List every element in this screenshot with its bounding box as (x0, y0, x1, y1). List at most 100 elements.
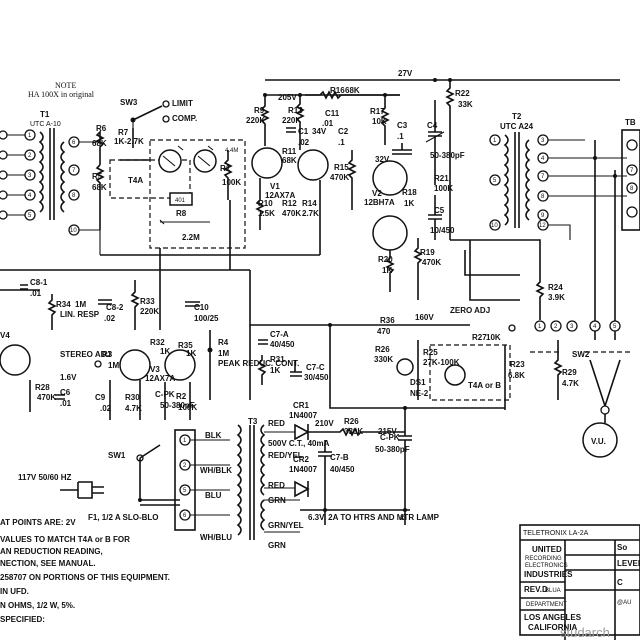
svg-text:4: 4 (28, 193, 32, 199)
svg-text:R18: R18 (402, 188, 417, 197)
svg-text:V.U.: V.U. (591, 437, 606, 446)
svg-text:C8-2: C8-2 (106, 303, 124, 312)
svg-text:WH/BLU: WH/BLU (200, 533, 232, 542)
svg-text:8: 8 (541, 194, 545, 200)
svg-text:IN UFD.: IN UFD. (0, 587, 29, 596)
svg-text:2: 2 (28, 153, 32, 159)
svg-text:R29: R29 (562, 368, 577, 377)
svg-text:R14: R14 (302, 199, 317, 208)
svg-text:.1: .1 (397, 132, 404, 141)
svg-text:R28: R28 (35, 383, 50, 392)
svg-text:R8: R8 (176, 209, 187, 218)
svg-text:VALUES TO MATCH T4A or B FOR: VALUES TO MATCH T4A or B FOR (0, 535, 130, 544)
svg-text:68K: 68K (92, 183, 107, 192)
svg-text:R34: R34 (56, 300, 71, 309)
svg-text:AT POINTS ARE: 2V: AT POINTS ARE: 2V (0, 518, 76, 527)
svg-text:UTC A24: UTC A24 (500, 122, 534, 131)
v2-tube: V2 12BH7A 32V (364, 155, 408, 251)
svg-text:V2: V2 (372, 189, 382, 198)
svg-text:T2: T2 (512, 112, 522, 121)
svg-text:12: 12 (539, 223, 546, 229)
v4-tube: V4 (0, 331, 31, 376)
svg-text:F1, 1/2 A SLO-BLO: F1, 1/2 A SLO-BLO (88, 513, 159, 522)
svg-text:30/450: 30/450 (304, 373, 329, 382)
svg-text:C7-A: C7-A (270, 330, 289, 339)
svg-text:12AX7A: 12AX7A (145, 374, 175, 383)
svg-text:V1: V1 (270, 182, 280, 191)
sw3-label: SW3 (120, 98, 138, 107)
svg-text:2.2M: 2.2M (182, 233, 200, 242)
svg-text:210V: 210V (315, 419, 334, 428)
svg-text:1: 1 (28, 133, 32, 139)
svg-text:R20: R20 (378, 255, 393, 264)
svg-text:160V: 160V (415, 313, 434, 322)
svg-text:12AX7A: 12AX7A (265, 191, 295, 200)
t1-label: T1 (40, 110, 50, 119)
notes-block: AT POINTS ARE: 2V VALUES TO MATCH T4A or… (0, 518, 170, 624)
svg-text:2: 2 (554, 324, 558, 330)
svg-text:27K-100K: 27K-100K (423, 358, 460, 367)
svg-text:220K: 220K (140, 307, 159, 316)
v1-tube: V1 12AX7A (251, 147, 329, 200)
svg-text:50-380pF: 50-380pF (160, 401, 195, 410)
svg-text:1: 1 (493, 138, 497, 144)
svg-text:N OHMS, 1/2 W, 5%.: N OHMS, 1/2 W, 5%. (0, 601, 75, 610)
t2-transformer: T2 UTC A24 1 5 10 3 4 7 8 9 12 (489, 112, 549, 231)
svg-text:10/450: 10/450 (430, 226, 455, 235)
v3-tube: V3 12AX7A (119, 349, 196, 383)
svg-text:1N4007: 1N4007 (289, 465, 318, 474)
svg-text:34V: 34V (312, 127, 327, 136)
svg-text:470: 470 (377, 327, 391, 336)
svg-text:C3: C3 (397, 121, 408, 130)
svg-text:7: 7 (72, 168, 76, 174)
svg-text:5: 5 (183, 488, 187, 494)
t1-type: UTC A-10 (30, 121, 61, 128)
svg-text:RED/YEL: RED/YEL (268, 451, 303, 460)
svg-text:SW1: SW1 (108, 451, 126, 460)
svg-text:.02: .02 (298, 138, 310, 147)
svg-text:REV.D: REV.D (524, 585, 548, 594)
svg-text:RED: RED (268, 419, 285, 428)
svg-text:WH/BLK: WH/BLK (200, 466, 232, 475)
svg-text:ELECTRONICS: ELECTRONICS (525, 563, 568, 569)
svg-text:R12: R12 (282, 199, 297, 208)
svg-text:12BH7A: 12BH7A (364, 198, 395, 207)
r7-resistor: R7 1K-2.7K (114, 128, 150, 161)
svg-text:27V: 27V (398, 69, 413, 78)
note-title: NOTE (55, 81, 76, 90)
svg-text:1: 1 (538, 324, 542, 330)
svg-text:10K: 10K (372, 117, 387, 126)
svg-text:R26: R26 (375, 345, 390, 354)
svg-text:258707 ON PORTIONS OF THIS EQU: 258707 ON PORTIONS OF THIS EQUIPMENT. (0, 573, 170, 582)
svg-text:NE-2: NE-2 (410, 389, 429, 398)
svg-text:V3: V3 (150, 365, 160, 374)
svg-text:LOS ANGELES: LOS ANGELES (524, 613, 582, 622)
svg-text:7: 7 (541, 174, 545, 180)
svg-text:10: 10 (491, 223, 498, 229)
svg-text:1N4007: 1N4007 (289, 411, 318, 420)
ac-input: SW1 117V 50/60 HZ F1, 1/2 A SLO-BLO (18, 444, 180, 522)
svg-text:8: 8 (630, 186, 634, 192)
svg-text:7: 7 (630, 168, 634, 174)
svg-text:3: 3 (541, 138, 545, 144)
svg-text:100K: 100K (178, 403, 197, 412)
svg-text:.01: .01 (30, 289, 42, 298)
svg-text:1K: 1K (160, 347, 170, 356)
svg-text:3.9K: 3.9K (548, 293, 565, 302)
svg-text:.02: .02 (104, 314, 116, 323)
svg-text:R5: R5 (92, 172, 103, 181)
svg-text:1M: 1M (218, 349, 229, 358)
svg-text:C6: C6 (60, 388, 71, 397)
svg-text:R9: R9 (254, 106, 265, 115)
svg-text:x: x (400, 513, 405, 522)
svg-text:50-380pF: 50-380pF (375, 445, 410, 454)
svg-text:50-380pF: 50-380pF (430, 151, 465, 160)
svg-text:C9: C9 (95, 393, 106, 402)
svg-text:220K: 220K (282, 116, 301, 125)
svg-text:1K: 1K (186, 349, 196, 358)
svg-text:2: 2 (183, 463, 187, 469)
svg-text:INDUSTRIES: INDUSTRIES (524, 570, 573, 579)
svg-text:LIN. RESP: LIN. RESP (60, 310, 100, 319)
svg-text:R33: R33 (140, 297, 155, 306)
svg-text:40/450: 40/450 (270, 340, 295, 349)
